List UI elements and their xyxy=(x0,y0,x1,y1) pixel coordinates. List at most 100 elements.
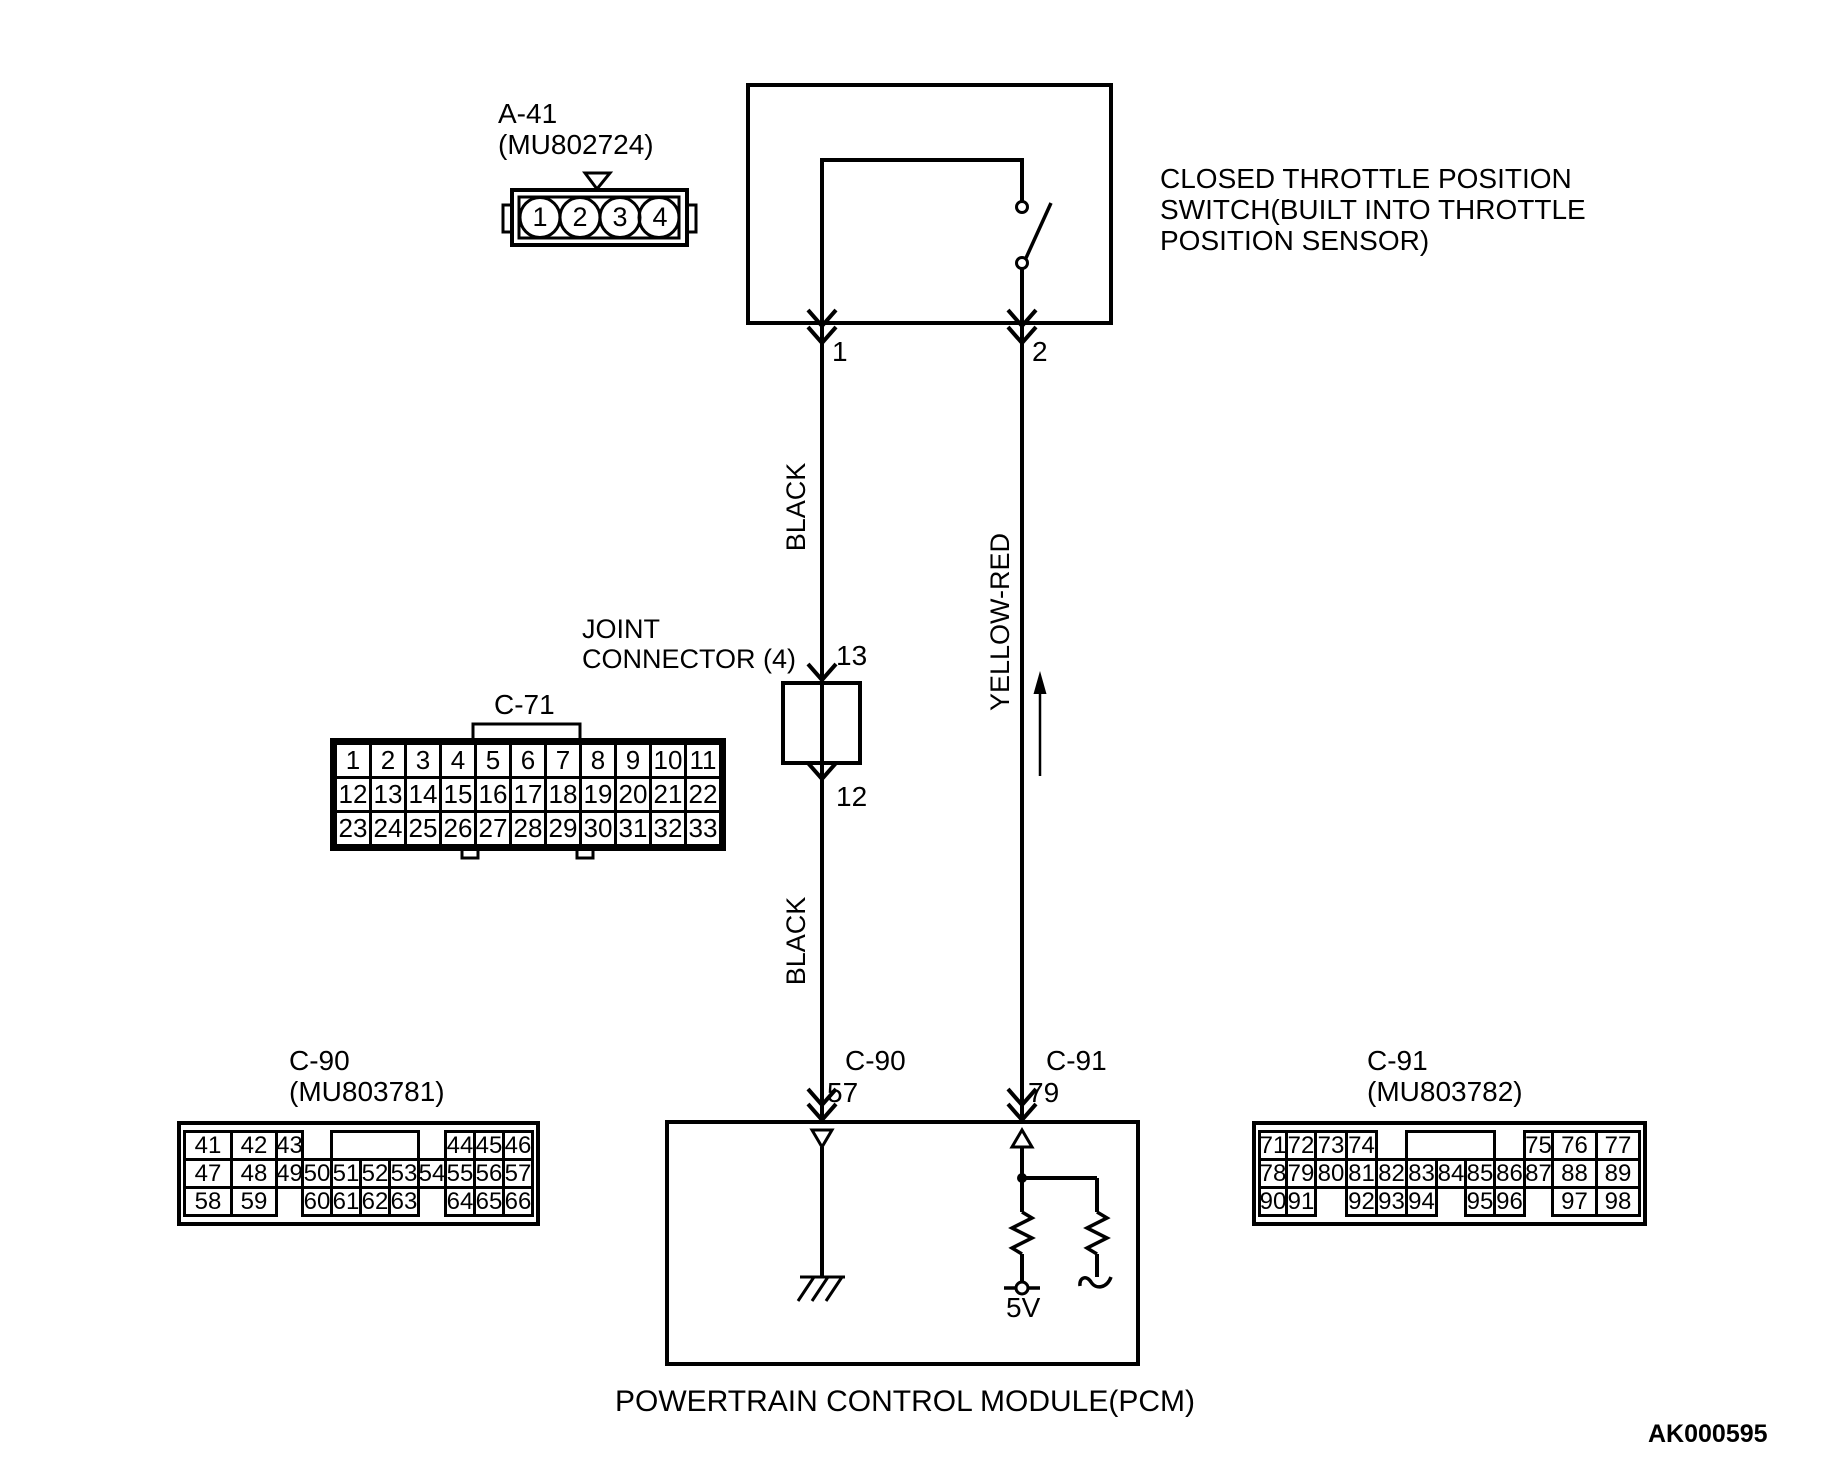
pin-cell-79: 79 xyxy=(1285,1158,1317,1189)
keyway-slot xyxy=(1405,1130,1496,1161)
keyway-slot xyxy=(330,1130,420,1161)
pin-cell-59: 59 xyxy=(230,1186,278,1217)
pin-cell-6: 6 xyxy=(509,742,547,779)
pin-cell-52: 52 xyxy=(359,1158,391,1189)
joint-connector-label: JOINT CONNECTOR (4) xyxy=(582,614,796,674)
pin-cell-96: 96 xyxy=(1493,1186,1526,1217)
pin-cell-29: 29 xyxy=(544,810,582,847)
pin-cell-54: 54 xyxy=(417,1158,447,1189)
connector-pointer-icon xyxy=(582,171,614,192)
pin-cell-31: 31 xyxy=(614,810,652,847)
ground-icon xyxy=(796,1275,845,1302)
c71-title: C-71 xyxy=(494,689,555,720)
pcm-right-connector: C-91 xyxy=(1046,1045,1107,1076)
pin-cell-76: 76 xyxy=(1551,1130,1598,1161)
a41-pin-1: 1 xyxy=(532,202,548,232)
pin-cell-42: 42 xyxy=(230,1130,278,1161)
joint-connector-box xyxy=(781,681,862,765)
pin-cell-58: 58 xyxy=(183,1186,233,1217)
c90-name: C-90 xyxy=(289,1045,350,1076)
pin-cell-2: 2 xyxy=(369,742,407,779)
switch-description-line3: POSITION SENSOR) xyxy=(1160,225,1430,256)
pin-cell-85: 85 xyxy=(1464,1158,1496,1189)
pcm-left-pin: 57 xyxy=(827,1077,859,1108)
empty-slot xyxy=(417,1130,447,1161)
pcm-right-pin: 79 xyxy=(1028,1077,1060,1108)
joint-connector-label-line2: CONNECTOR (4) xyxy=(582,644,797,674)
pin-cell-72: 72 xyxy=(1285,1130,1317,1161)
pin-cell-16: 16 xyxy=(474,776,512,813)
switch-pin-1: 1 xyxy=(832,336,848,367)
pin-cell-13: 13 xyxy=(369,776,407,813)
internal-link-icon xyxy=(1078,1276,1113,1289)
a41-connector-drawing xyxy=(501,171,698,247)
switch-box-outline xyxy=(746,83,1113,325)
pin-cell-44: 44 xyxy=(444,1130,476,1161)
empty-slot xyxy=(275,1186,304,1217)
empty-slot xyxy=(1314,1186,1348,1217)
a41-pin-4: 4 xyxy=(652,202,668,232)
pin-cell-7: 7 xyxy=(544,742,582,779)
pcm-left-connector: C-90 xyxy=(845,1045,906,1076)
pin-cell-8: 8 xyxy=(579,742,617,779)
pin-cell-28: 28 xyxy=(509,810,547,847)
pin-cell-86: 86 xyxy=(1493,1158,1526,1189)
pin-cell-46: 46 xyxy=(502,1130,534,1161)
pin-cell-32: 32 xyxy=(649,810,687,847)
pin-cell-73: 73 xyxy=(1314,1130,1348,1161)
pin-cell-61: 61 xyxy=(330,1186,362,1217)
pin-cell-97: 97 xyxy=(1551,1186,1598,1217)
pin-cell-41: 41 xyxy=(183,1130,233,1161)
pin-cell-98: 98 xyxy=(1595,1186,1641,1217)
pin-cell-11: 11 xyxy=(684,742,722,779)
pin-cell-17: 17 xyxy=(509,776,547,813)
pin-cell-27: 27 xyxy=(474,810,512,847)
pin-cell-43: 43 xyxy=(275,1130,304,1161)
pin-cell-88: 88 xyxy=(1551,1158,1598,1189)
pin-cell-15: 15 xyxy=(439,776,477,813)
pin-cell-62: 62 xyxy=(359,1186,391,1217)
pin-cell-10: 10 xyxy=(649,742,687,779)
pin-cell-48: 48 xyxy=(230,1158,278,1189)
pin-cell-3: 3 xyxy=(404,742,442,779)
voltage-source-icon xyxy=(1004,1280,1040,1296)
empty-slot xyxy=(1435,1186,1467,1217)
pin-cell-89: 89 xyxy=(1595,1158,1641,1189)
pin-cell-47: 47 xyxy=(183,1158,233,1189)
pin-cell-9: 9 xyxy=(614,742,652,779)
wire-color-black-lower: BLACK xyxy=(781,896,811,986)
pin-cell-25: 25 xyxy=(404,810,442,847)
pin-cell-65: 65 xyxy=(473,1186,505,1217)
switch-pin-2: 2 xyxy=(1032,336,1048,367)
pin-cell-14: 14 xyxy=(404,776,442,813)
a41-pin-2: 2 xyxy=(572,202,588,232)
pin-cell-20: 20 xyxy=(614,776,652,813)
pin-cell-92: 92 xyxy=(1345,1186,1378,1217)
pin-cell-66: 66 xyxy=(502,1186,534,1217)
pin-cell-51: 51 xyxy=(330,1158,362,1189)
pin-cell-26: 26 xyxy=(439,810,477,847)
document-code: AK000595 xyxy=(1648,1420,1768,1448)
switch-blade xyxy=(1024,202,1053,259)
female-terminal-icon xyxy=(809,1128,835,1150)
pin-cell-82: 82 xyxy=(1375,1158,1408,1189)
a41-connector-label: A-41 (MU802724) xyxy=(498,98,654,160)
pin-cell-19: 19 xyxy=(579,776,617,813)
joint-pin-in: 13 xyxy=(836,640,868,671)
pin-cell-90: 90 xyxy=(1258,1186,1288,1217)
pin-cell-4: 4 xyxy=(439,742,477,779)
resistor-icon xyxy=(1008,1210,1036,1256)
empty-slot xyxy=(1493,1130,1526,1161)
connector-chevrons xyxy=(806,308,1038,1124)
pcm-title: POWERTRAIN CONTROL MODULE(PCM) xyxy=(614,1385,1196,1418)
empty-slot xyxy=(417,1186,447,1217)
a41-name: A-41 xyxy=(498,98,558,129)
pin-cell-22: 22 xyxy=(684,776,722,813)
